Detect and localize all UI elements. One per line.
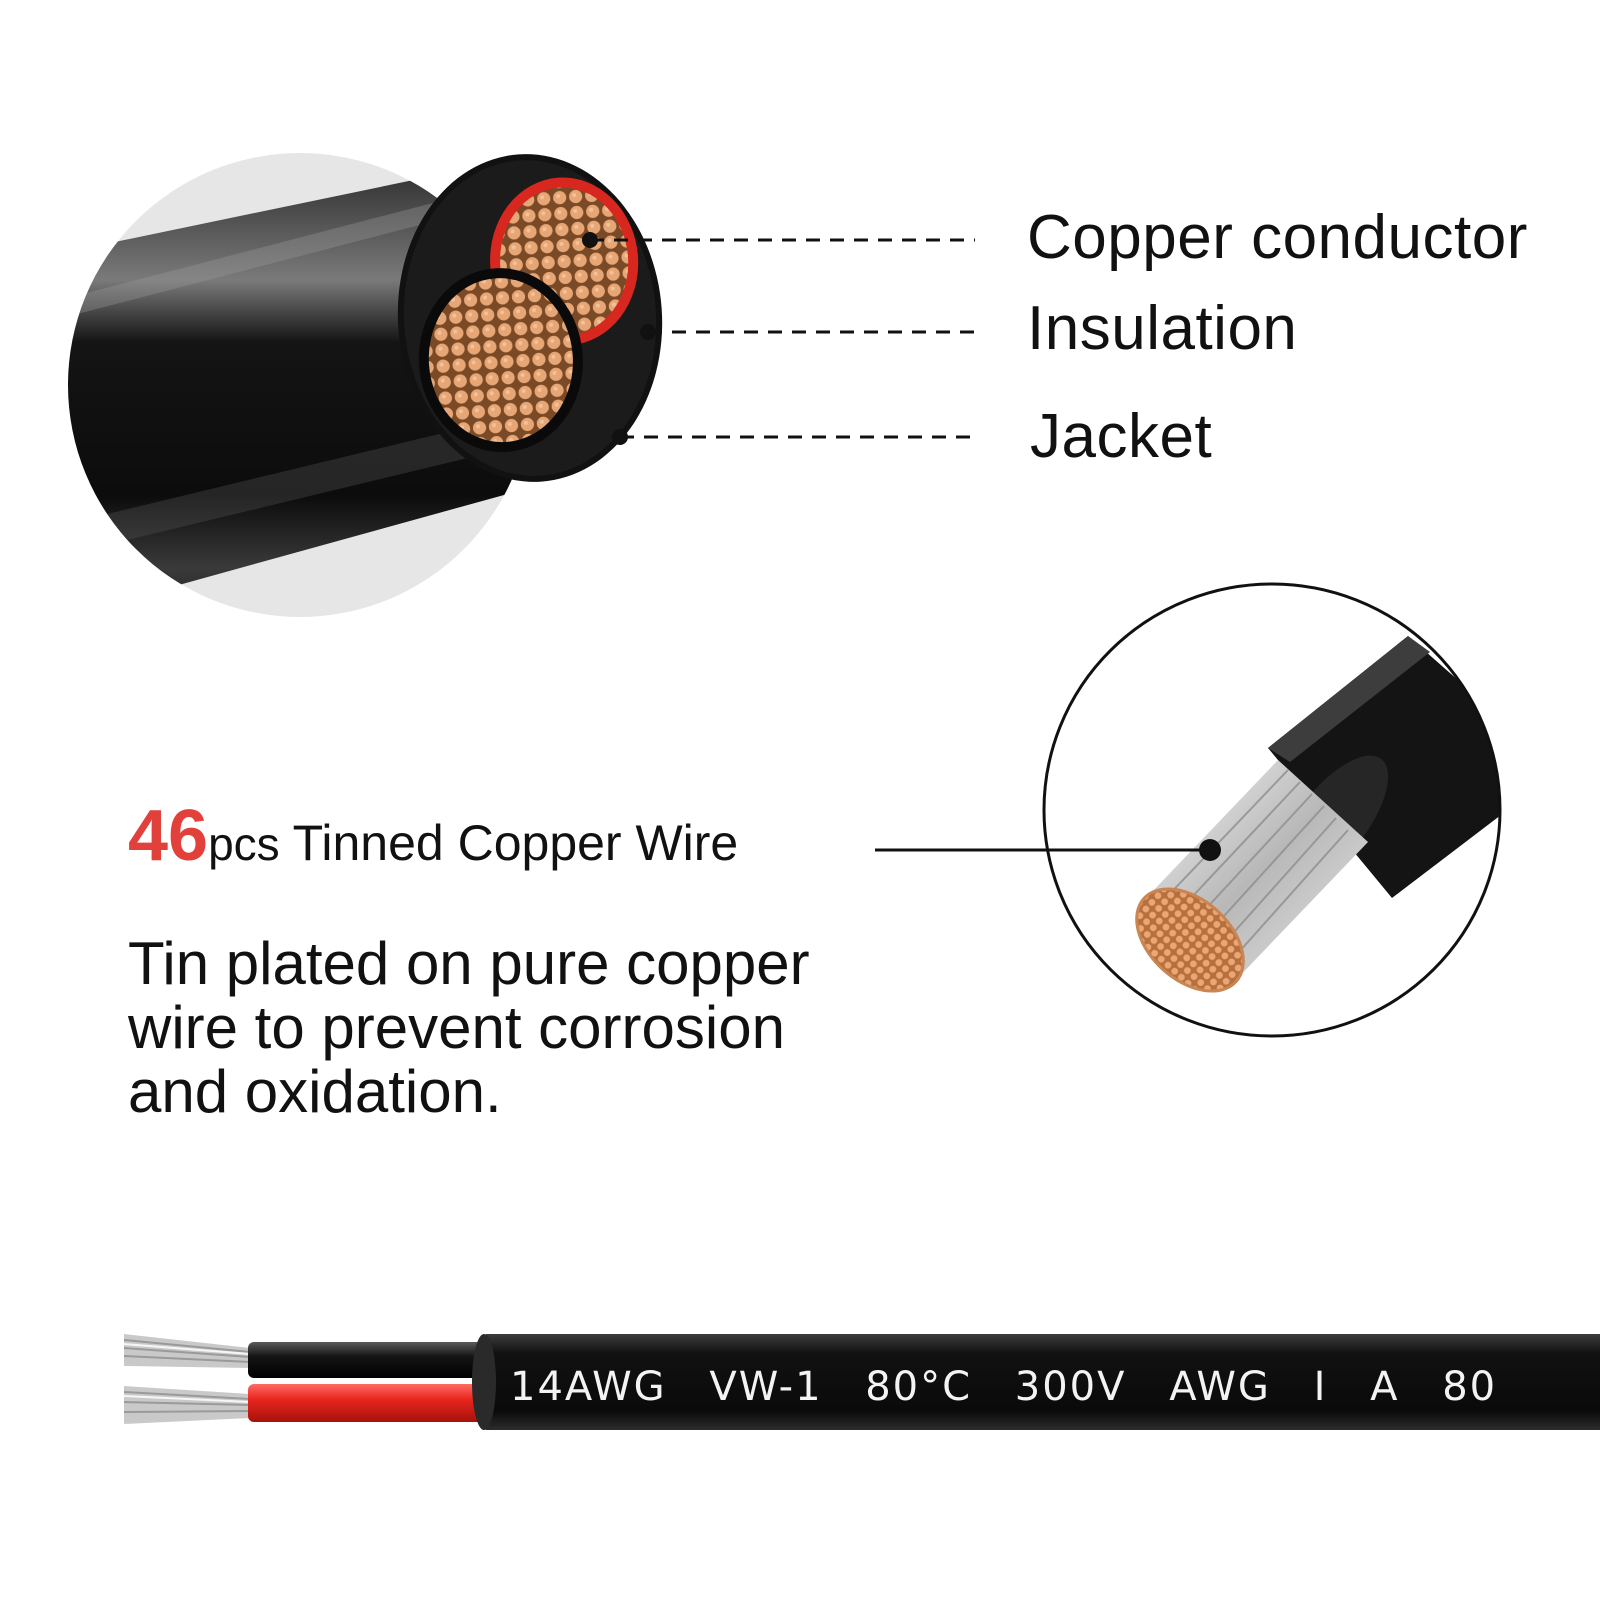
tinned-wire-heading: 46pcs Tinned Copper Wire xyxy=(128,800,738,872)
tinned-wire-closeup xyxy=(1042,582,1502,1038)
strand-unit: pcs xyxy=(208,818,280,870)
closeup-circle-outline xyxy=(1042,582,1502,1038)
insulation-label: Insulation xyxy=(1027,294,1298,363)
jacket-label: Jacket xyxy=(1030,402,1213,471)
wire-type-name: Tinned Copper Wire xyxy=(279,815,739,871)
black-core xyxy=(248,1342,488,1378)
jacket-marker xyxy=(612,429,628,445)
tin-plating-description: Tin plated on pure copper wire to preven… xyxy=(128,930,810,1125)
copper-conductor-marker xyxy=(582,232,598,248)
strand-count: 46 xyxy=(128,796,209,876)
tinned-wire-leader xyxy=(875,839,1221,861)
copper-conductor-label: Copper conductor xyxy=(1027,203,1528,272)
flat-cable-illustration xyxy=(123,1334,1600,1430)
cable-printed-marking: 14AWG VW-1 80°C 300V AWG I A 80 xyxy=(510,1364,1498,1410)
red-core xyxy=(248,1384,488,1422)
exposed-strands xyxy=(123,1334,251,1424)
insulation-marker xyxy=(640,324,656,340)
callout-leaders xyxy=(590,238,975,439)
cross-section-illustration xyxy=(68,153,663,617)
